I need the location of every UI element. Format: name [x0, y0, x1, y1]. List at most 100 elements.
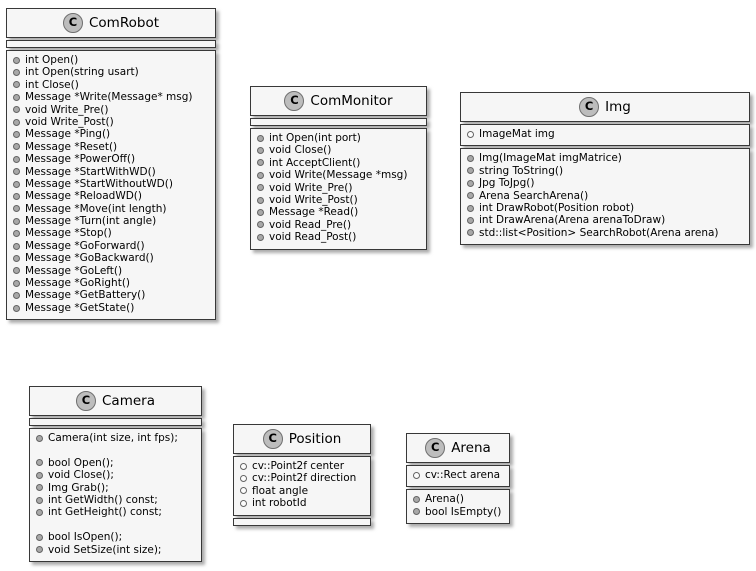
member-row: Message *Stop()	[13, 227, 209, 239]
member-text: void Write_Post()	[25, 115, 114, 128]
member-row: Message *Turn(int angle)	[13, 215, 209, 227]
methods-compartment: int Open(int port)void Close()int Accept…	[250, 128, 427, 250]
member-text: float angle	[252, 484, 309, 497]
member-text: Message *StartWithWD()	[25, 165, 156, 178]
member-text: Arena()	[425, 493, 465, 506]
method-icon	[13, 168, 20, 176]
method-icon	[13, 93, 20, 101]
method-icon	[36, 471, 43, 479]
class-icon-letter: C	[584, 99, 594, 114]
method-icon	[257, 184, 264, 192]
member-text: Message *Stop()	[25, 227, 112, 240]
member-row: void Write_Post()	[257, 194, 420, 206]
method-icon	[13, 180, 20, 188]
method-icon	[36, 484, 43, 492]
field-icon	[240, 499, 247, 507]
member-text: void Close()	[269, 144, 332, 157]
member-row: bool IsEmpty()	[413, 506, 503, 518]
method-icon	[13, 118, 20, 126]
method-icon	[13, 81, 20, 89]
methods-compartment: int Open()int Open(string usart)int Clos…	[6, 50, 216, 321]
member-row: float angle	[240, 485, 364, 497]
fields-compartment	[6, 40, 216, 48]
member-text: void Read_Post()	[269, 231, 357, 244]
member-text: Message *Ping()	[25, 128, 111, 141]
member-row: Message *GoForward()	[13, 240, 209, 252]
class-name: ComMonitor	[310, 93, 393, 109]
class-header: C Position	[233, 424, 371, 454]
member-text: Message *PowerOff()	[25, 153, 136, 166]
methods-compartment: Arena()bool IsEmpty()	[406, 489, 510, 525]
method-icon	[36, 533, 43, 541]
member-row: Img(ImageMat imgMatrice)	[467, 152, 743, 164]
member-text: int Close()	[25, 78, 79, 91]
methods-compartment	[233, 517, 371, 526]
method-icon	[467, 179, 474, 187]
class-icon-letter: C	[430, 440, 440, 455]
method-icon	[413, 508, 420, 516]
class-name: ComRobot	[89, 15, 159, 31]
member-text: string ToString()	[479, 164, 564, 177]
class-icon: C	[76, 391, 96, 411]
methods-compartment: Camera(int size, int fps); bool Open();vo…	[29, 428, 202, 562]
member-row: Camera(int size, int fps);	[36, 432, 195, 444]
method-icon	[13, 205, 20, 213]
member-text: Message *GoForward()	[25, 239, 145, 252]
member-text: int robotId	[252, 497, 307, 510]
field-icon	[413, 471, 420, 479]
member-row: cv::Point2f center	[240, 460, 364, 472]
class-icon: C	[63, 13, 83, 33]
method-icon	[257, 221, 264, 229]
class-icon: C	[425, 438, 446, 458]
member-row: Message *GoLeft()	[13, 265, 209, 277]
method-icon	[13, 131, 20, 139]
methods-compartment: Img(ImageMat imgMatrice)string ToString(…	[460, 148, 750, 246]
member-text: bool IsEmpty()	[425, 505, 502, 518]
member-text: int Open(string usart)	[25, 66, 139, 79]
member-text: void Close();	[48, 469, 114, 482]
member-row: cv::Point2f direction	[240, 472, 364, 484]
method-icon	[467, 204, 474, 212]
member-text: Message *GoBackward()	[25, 252, 154, 265]
member-row: ImageMat img	[467, 128, 743, 140]
member-row: std::list<Position> SearchRobot(Arena ar…	[467, 227, 743, 239]
member-text: bool Open();	[48, 456, 114, 469]
member-row: Message *GoBackward()	[13, 252, 209, 264]
method-icon	[13, 230, 20, 238]
method-icon	[13, 254, 20, 262]
member-row: int robotId	[240, 497, 364, 509]
class-box-camera: C Camera Camera(int size, int fps); bool …	[29, 386, 202, 562]
member-row: Message *StartWithoutWD()	[13, 178, 209, 190]
method-icon	[257, 134, 264, 142]
member-row	[36, 444, 195, 456]
method-icon	[13, 56, 20, 64]
member-text: void Write_Pre()	[269, 181, 353, 194]
method-icon	[467, 229, 474, 237]
method-icon	[36, 434, 43, 442]
member-row: cv::Rect arena	[413, 469, 503, 481]
member-row: bool IsOpen();	[36, 531, 195, 543]
member-row: int Open(int port)	[257, 132, 420, 144]
member-row: int GetHeight() const;	[36, 506, 195, 518]
method-icon	[36, 509, 43, 517]
method-icon	[13, 69, 20, 77]
class-header: C Camera	[29, 386, 202, 416]
method-icon	[13, 267, 20, 275]
member-text: std::list<Position> SearchRobot(Arena ar…	[479, 226, 719, 239]
member-text: Img Grab();	[48, 481, 109, 494]
member-text: void Read_Pre()	[269, 218, 352, 231]
member-row: Img Grab();	[36, 482, 195, 494]
member-text: Message *Write(Message* msg)	[25, 91, 193, 104]
member-text: Message *Read()	[269, 206, 359, 219]
member-text: Message *GetState()	[25, 301, 135, 314]
member-row: void Write_Pre()	[13, 104, 209, 116]
member-row: string ToString()	[467, 165, 743, 177]
method-icon	[36, 459, 43, 467]
member-row: Arena SearchArena()	[467, 190, 743, 202]
class-box-comrobot: C ComRobot int Open()int Open(string usa…	[6, 8, 216, 321]
method-icon	[13, 292, 20, 300]
method-icon	[36, 496, 43, 504]
